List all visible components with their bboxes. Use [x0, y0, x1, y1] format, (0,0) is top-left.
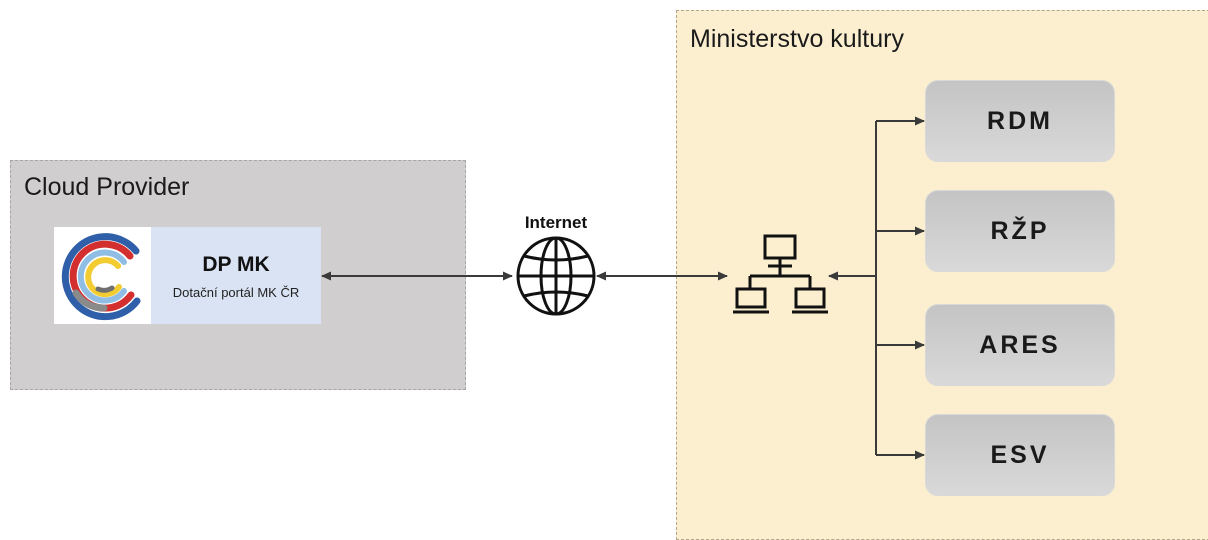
portal-node[interactable]: DP MK Dotační portál MK ČR — [54, 227, 321, 324]
service-ares[interactable]: ARES — [925, 304, 1115, 386]
service-esv[interactable]: ESV — [925, 414, 1115, 496]
ministry-label: Ministerstvo kultury — [690, 25, 904, 53]
portal-subtitle: Dotační portál MK ČR — [172, 285, 300, 300]
cloud-provider-label: Cloud Provider — [24, 173, 190, 201]
globe-icon — [516, 236, 596, 316]
dotacni-portal-logo — [54, 227, 151, 324]
service-rzp[interactable]: RŽP — [925, 190, 1115, 272]
service-rdm[interactable]: RDM — [925, 80, 1115, 162]
network-hub-icon — [733, 234, 828, 314]
portal-logo-icon — [61, 233, 141, 321]
internet-label: Internet — [524, 213, 588, 232]
portal-title: DP MK — [202, 253, 270, 276]
